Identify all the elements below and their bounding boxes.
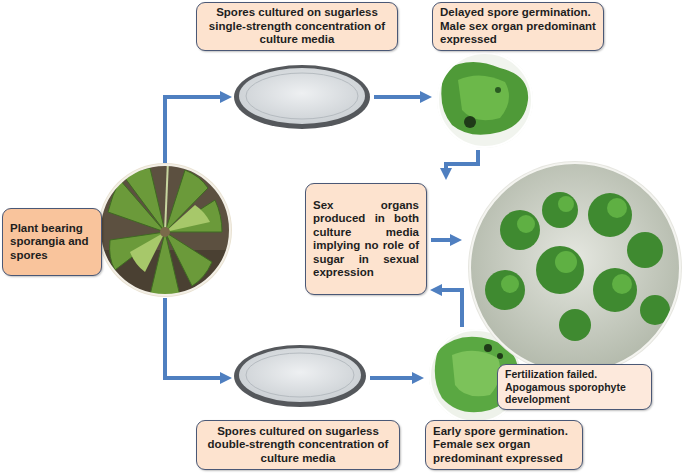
petri-dish — [234, 345, 366, 407]
box-text: Spores cultured on sugarless single-stre… — [204, 6, 390, 47]
flow-arrow — [440, 290, 462, 327]
flow-arrow — [446, 150, 478, 170]
text-wrap: Plant bearing sporangia and spores — [10, 222, 94, 263]
box-text: Spores cultured on sugarless double-stre… — [204, 425, 392, 466]
plant-photo — [95, 160, 235, 300]
text-wrap: Fertilization failed. Apogamous sporophy… — [505, 368, 644, 406]
text-box: Sex organs produced in both culture medi… — [305, 183, 427, 295]
text-wrap: Spores cultured on sugarless double-stre… — [204, 425, 392, 466]
box-text: Early spore germination. Female sex orga… — [433, 425, 575, 466]
flow-arrow — [370, 376, 414, 380]
text-box: Delayed spore germination. Male sex orga… — [432, 2, 604, 51]
flow-arrow — [165, 97, 222, 163]
box-text: Sex organs produced in both culture medi… — [313, 199, 419, 280]
flow-arrow — [431, 238, 452, 242]
flow-arrow — [374, 95, 422, 99]
text-box: Early spore germination. Female sex orga… — [425, 420, 583, 470]
text-wrap: Spores cultured on sugarless single-stre… — [204, 6, 390, 47]
text-box: Spores cultured on sugarless single-stre… — [196, 2, 398, 51]
text-wrap: Early spore germination. Female sex orga… — [433, 425, 575, 466]
box-text: Fertilization failed. Apogamous sporophy… — [505, 368, 644, 406]
text-box: Spores cultured on sugarless double-stre… — [196, 420, 400, 470]
box-text: Plant bearing sporangia and spores — [10, 222, 94, 263]
text-box: Plant bearing sporangia and spores — [2, 208, 102, 276]
box-text: Delayed spore germination. Male sex orga… — [440, 6, 596, 47]
petri-dish — [234, 65, 370, 129]
gametophyte-photo — [437, 52, 533, 148]
text-wrap: Delayed spore germination. Male sex orga… — [440, 6, 596, 47]
sporophyte-photo — [468, 161, 682, 376]
text-wrap: Sex organs produced in both culture medi… — [313, 199, 419, 280]
text-box: Fertilization failed. Apogamous sporophy… — [497, 364, 652, 410]
flow-arrow — [165, 298, 222, 378]
